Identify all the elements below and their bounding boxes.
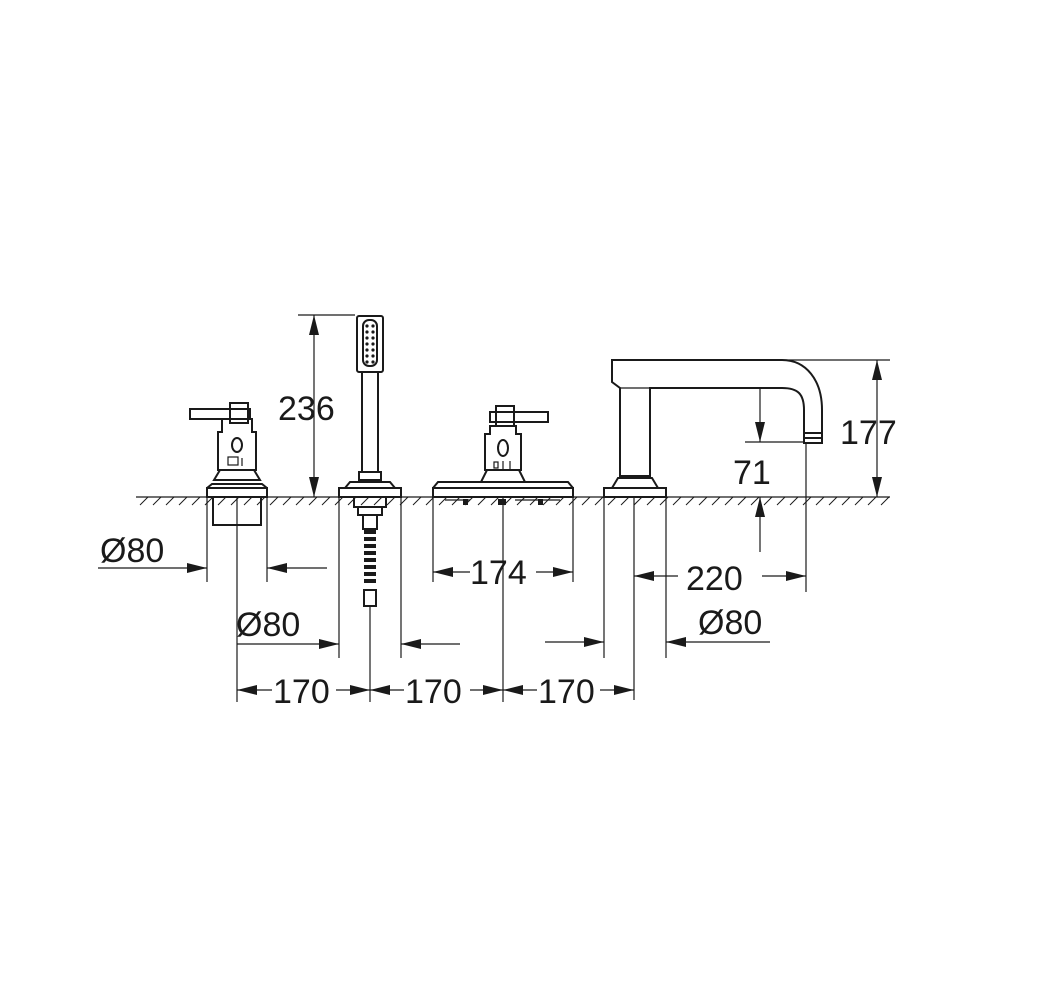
hatch-stroke — [321, 496, 331, 506]
handshower-nozzles — [365, 324, 375, 364]
hatch-stroke — [542, 496, 552, 506]
hatch-stroke — [438, 496, 448, 506]
hatch-stroke — [620, 496, 630, 506]
hatch-stroke — [282, 496, 292, 506]
hatch-stroke — [698, 496, 708, 506]
dim-label-174: 174 — [470, 554, 527, 592]
dim-spout-height: 177 — [612, 359, 897, 497]
hatch-stroke — [295, 496, 305, 506]
dim-label-spout-diameter: Ø80 — [698, 604, 762, 642]
deck-hatching — [139, 496, 890, 506]
hose-thread — [364, 530, 376, 583]
dim-label-220: 220 — [686, 560, 743, 598]
dim-label-177: 177 — [840, 414, 897, 452]
dim-label-71: 71 — [733, 454, 771, 492]
spout — [603, 359, 823, 498]
hatch-stroke — [815, 496, 825, 506]
hatch-stroke — [594, 496, 604, 506]
hatch-stroke — [139, 496, 149, 506]
dim-spacing: 170 170 170 — [236, 497, 634, 711]
hatch-stroke — [763, 496, 773, 506]
hatch-stroke — [269, 496, 279, 506]
hatch-stroke — [178, 496, 188, 506]
hatch-stroke — [646, 496, 656, 506]
hatch-stroke — [750, 496, 760, 506]
handshower — [338, 315, 402, 607]
hatch-stroke — [672, 496, 682, 506]
hatch-stroke — [828, 496, 838, 506]
hatch-stroke — [230, 496, 240, 506]
hatch-stroke — [724, 496, 734, 506]
hatch-stroke — [802, 496, 812, 506]
hatch-stroke — [243, 496, 253, 506]
dim-label-handshower-diameter: Ø80 — [236, 606, 300, 644]
hatch-stroke — [529, 496, 539, 506]
hatch-stroke — [776, 496, 786, 506]
dim-label-left-diameter: Ø80 — [100, 532, 164, 570]
dim-label-170-3: 170 — [538, 673, 595, 711]
hatch-stroke — [217, 496, 227, 506]
dim-handshower-height: 236 — [278, 314, 355, 497]
hatch-stroke — [204, 496, 214, 506]
hatch-stroke — [451, 496, 461, 506]
hatch-stroke — [581, 496, 591, 506]
dim-label-236: 236 — [278, 390, 335, 428]
hatch-stroke — [607, 496, 617, 506]
hatch-stroke — [490, 496, 500, 506]
hatch-stroke — [386, 496, 396, 506]
hatch-stroke — [711, 496, 721, 506]
dim-left-valve-diameter: Ø80 — [98, 497, 327, 582]
hatch-stroke — [477, 496, 487, 506]
dim-outlet-height: 71 — [733, 388, 804, 552]
hatch-stroke — [516, 496, 526, 506]
dim-handshower-diameter: Ø80 — [236, 497, 460, 658]
hatch-stroke — [659, 496, 669, 506]
hatch-stroke — [633, 496, 643, 506]
hatch-stroke — [191, 496, 201, 506]
hatch-stroke — [685, 496, 695, 506]
hatch-stroke — [360, 496, 370, 506]
hatch-stroke — [165, 496, 175, 506]
hatch-stroke — [880, 496, 890, 506]
left-valve — [189, 402, 268, 526]
hatch-stroke — [152, 496, 162, 506]
hatch-stroke — [841, 496, 851, 506]
dim-center-width: 174 — [432, 497, 574, 592]
hatch-stroke — [308, 496, 318, 506]
dim-spout-diameter: Ø80 — [545, 497, 770, 658]
center-valve — [432, 405, 574, 505]
hatch-stroke — [854, 496, 864, 506]
dim-label-170-1: 170 — [273, 673, 330, 711]
deck-surface — [136, 496, 890, 506]
dim-spout-reach: 220 — [633, 443, 807, 700]
hatch-stroke — [555, 496, 565, 506]
hatch-stroke — [412, 496, 422, 506]
hatch-stroke — [373, 496, 383, 506]
hatch-stroke — [789, 496, 799, 506]
hatch-stroke — [867, 496, 877, 506]
dim-label-170-2: 170 — [405, 673, 462, 711]
hatch-stroke — [737, 496, 747, 506]
